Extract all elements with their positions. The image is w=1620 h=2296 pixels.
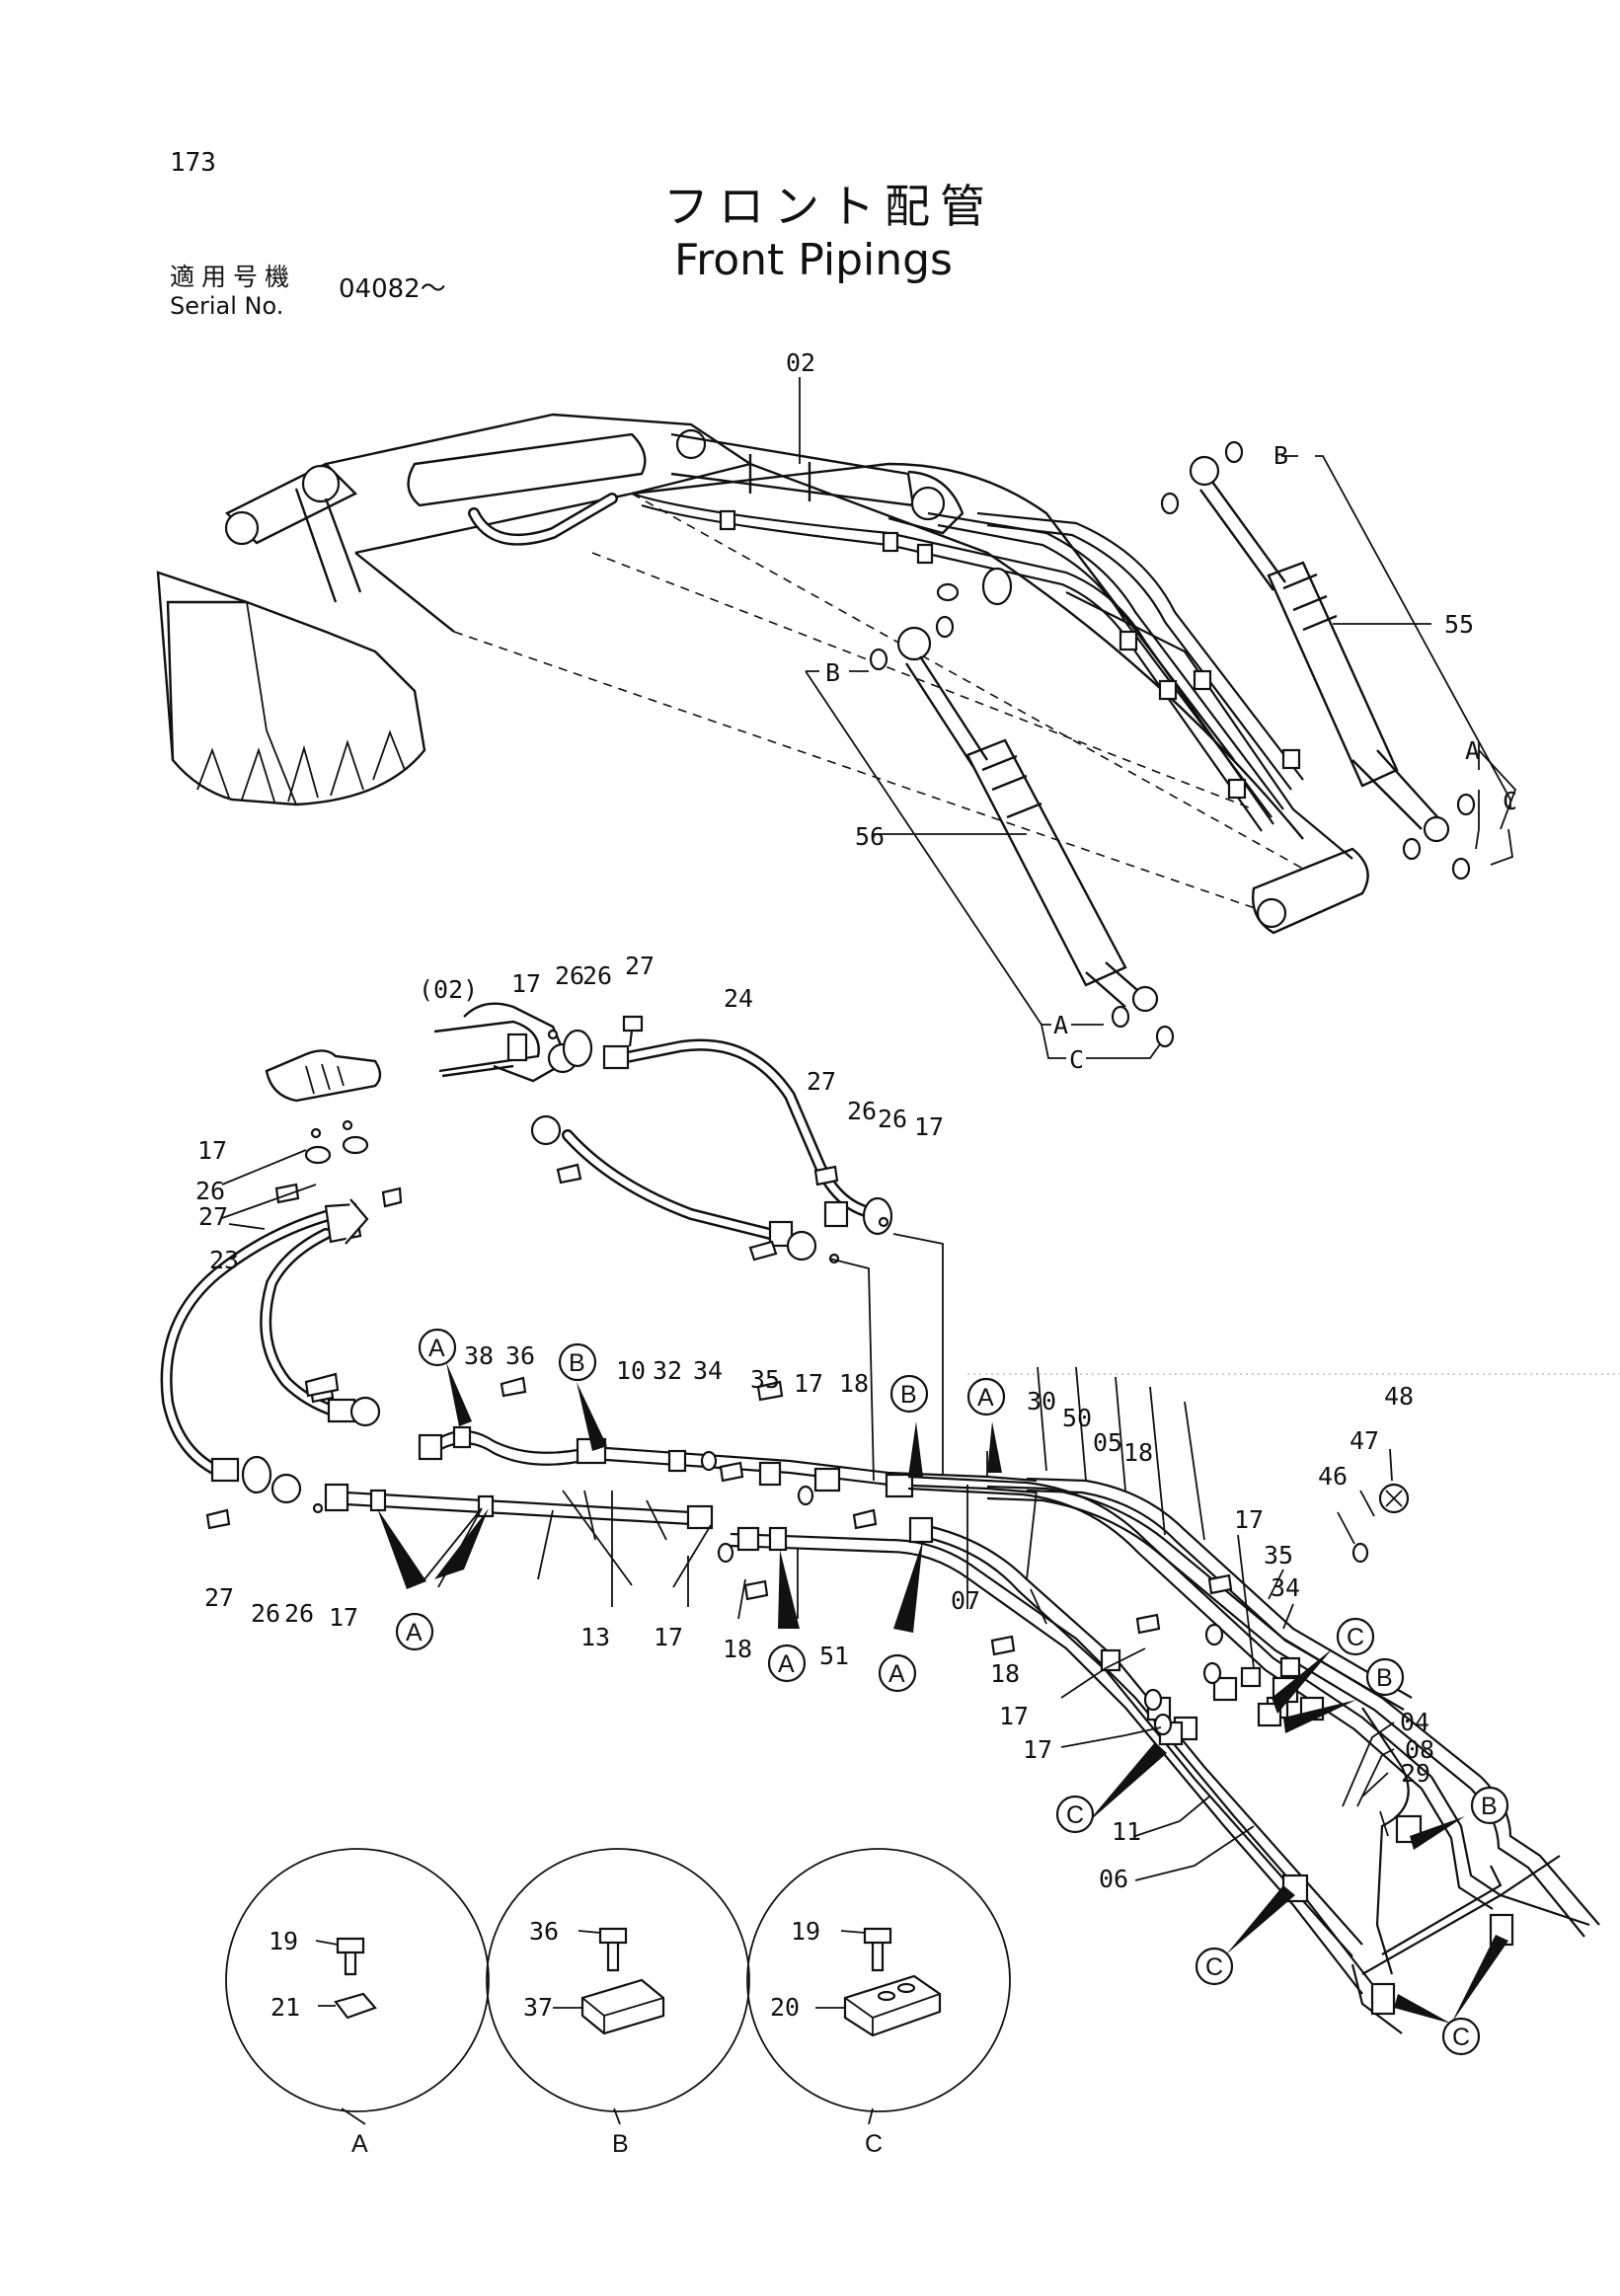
callout-34: 34 xyxy=(693,1356,723,1385)
serial-number-value: 04082～ xyxy=(339,274,446,304)
callout-07: 07 xyxy=(951,1586,980,1615)
ref-circle-a: A xyxy=(428,1335,445,1362)
cylinder-55 xyxy=(1189,440,1476,880)
detail-b-letter: B xyxy=(612,2130,629,2158)
callout-08: 08 xyxy=(1405,1735,1434,1764)
callout-17: 17 xyxy=(511,969,541,998)
crossref-a: A xyxy=(1053,1011,1068,1039)
callout-02-ref: (02) xyxy=(419,975,478,1004)
callout-17: 17 xyxy=(329,1603,358,1632)
page-number: 173 xyxy=(170,148,216,178)
ref-circle-a: A xyxy=(406,1619,423,1646)
detail-views xyxy=(225,1848,1011,2125)
callout-36: 36 xyxy=(505,1341,535,1370)
detail-a-clamp: 21 xyxy=(270,1993,300,2022)
callout-26: 26 xyxy=(555,961,584,990)
detail-a-letter: A xyxy=(351,2130,368,2158)
crossref-c: C xyxy=(1069,1045,1084,1074)
callout-51: 51 xyxy=(819,1642,849,1670)
callout-38: 38 xyxy=(464,1341,494,1370)
crossref-b: B xyxy=(1273,441,1288,470)
ref-circle-b: B xyxy=(569,1349,585,1377)
ref-circle-b: B xyxy=(1481,1793,1498,1820)
callout-23: 23 xyxy=(209,1246,239,1274)
serial-label-english: Serial No. xyxy=(170,292,284,320)
crossref-a: A xyxy=(1465,736,1480,765)
callout-18: 18 xyxy=(1123,1438,1153,1467)
ref-circle-a: A xyxy=(778,1650,795,1678)
detail-c-letter: C xyxy=(865,2130,883,2158)
excavator-front-outline xyxy=(156,413,1369,935)
title-japanese: フロント配管 xyxy=(663,180,995,233)
detail-c-clamp: 20 xyxy=(770,1993,800,2022)
callout-17: 17 xyxy=(914,1112,944,1141)
callout-labels: 02 55 56 (02) 24 23 13 51 07 10 32 30 50… xyxy=(195,348,1517,2158)
ref-circle-b: B xyxy=(1376,1664,1393,1692)
ref-circle-b: B xyxy=(900,1381,917,1409)
callout-18: 18 xyxy=(990,1659,1020,1688)
callout-26: 26 xyxy=(195,1177,225,1205)
callout-17: 17 xyxy=(654,1623,683,1651)
callout-24: 24 xyxy=(724,984,753,1013)
callout-35: 35 xyxy=(750,1365,780,1394)
callout-30: 30 xyxy=(1027,1387,1056,1416)
detail-c-bolt: 19 xyxy=(791,1917,820,1946)
front-pipe-bundle xyxy=(304,1362,1600,2034)
callout-56: 56 xyxy=(855,822,885,851)
callout-48: 48 xyxy=(1384,1382,1414,1411)
leaders-top xyxy=(799,377,1517,1059)
ref-circle-c: C xyxy=(1347,1624,1364,1651)
callout-34: 34 xyxy=(1271,1573,1300,1602)
cylinder-56 xyxy=(869,615,1175,1048)
callout-50: 50 xyxy=(1062,1404,1092,1432)
ref-circle-a: A xyxy=(888,1660,905,1688)
callout-02: 02 xyxy=(786,348,815,377)
callout-05: 05 xyxy=(1093,1428,1122,1457)
detail-b-bolt: 36 xyxy=(529,1917,559,1946)
callout-26: 26 xyxy=(284,1599,314,1628)
callout-17: 17 xyxy=(794,1369,823,1398)
callout-11: 11 xyxy=(1112,1817,1141,1846)
callout-32: 32 xyxy=(653,1356,682,1385)
crossref-c: C xyxy=(1503,787,1517,815)
callout-27: 27 xyxy=(204,1583,234,1612)
detail-b-clamp: 37 xyxy=(523,1993,553,2022)
ref-circle-a: A xyxy=(977,1384,994,1412)
callout-06: 06 xyxy=(1099,1865,1128,1893)
ref-circle-c: C xyxy=(1452,2024,1470,2051)
callout-27: 27 xyxy=(807,1067,836,1096)
ref-circle-c: C xyxy=(1205,1953,1223,1981)
callout-13: 13 xyxy=(580,1623,610,1651)
callout-47: 47 xyxy=(1350,1426,1379,1455)
callout-29: 29 xyxy=(1401,1759,1430,1788)
callout-55: 55 xyxy=(1444,610,1474,639)
callout-35: 35 xyxy=(1264,1541,1293,1569)
callout-17: 17 xyxy=(197,1136,227,1165)
callout-26: 26 xyxy=(582,961,612,990)
hose-assembly xyxy=(160,1002,944,1530)
callout-17: 17 xyxy=(999,1702,1029,1730)
ref-circle-c: C xyxy=(1066,1801,1084,1829)
callout-46: 46 xyxy=(1318,1462,1348,1491)
callout-27: 27 xyxy=(625,952,655,980)
crossref-b: B xyxy=(825,658,840,687)
title-english: Front Pipings xyxy=(674,235,953,285)
callout-26: 26 xyxy=(847,1097,877,1125)
callout-18: 18 xyxy=(839,1369,869,1398)
callout-26: 26 xyxy=(878,1105,907,1133)
circled-references: A B B A A A A C B C B C C xyxy=(395,1328,1509,2056)
callout-18: 18 xyxy=(723,1635,752,1663)
callout-17: 17 xyxy=(1023,1735,1052,1764)
detail-a-bolt: 19 xyxy=(269,1927,298,1955)
serial-label-japanese: 適用号機 xyxy=(170,263,297,291)
callout-26: 26 xyxy=(251,1599,280,1628)
callout-27: 27 xyxy=(198,1202,228,1231)
callout-10: 10 xyxy=(616,1356,646,1385)
callout-04: 04 xyxy=(1400,1708,1429,1736)
callout-17: 17 xyxy=(1234,1505,1264,1534)
